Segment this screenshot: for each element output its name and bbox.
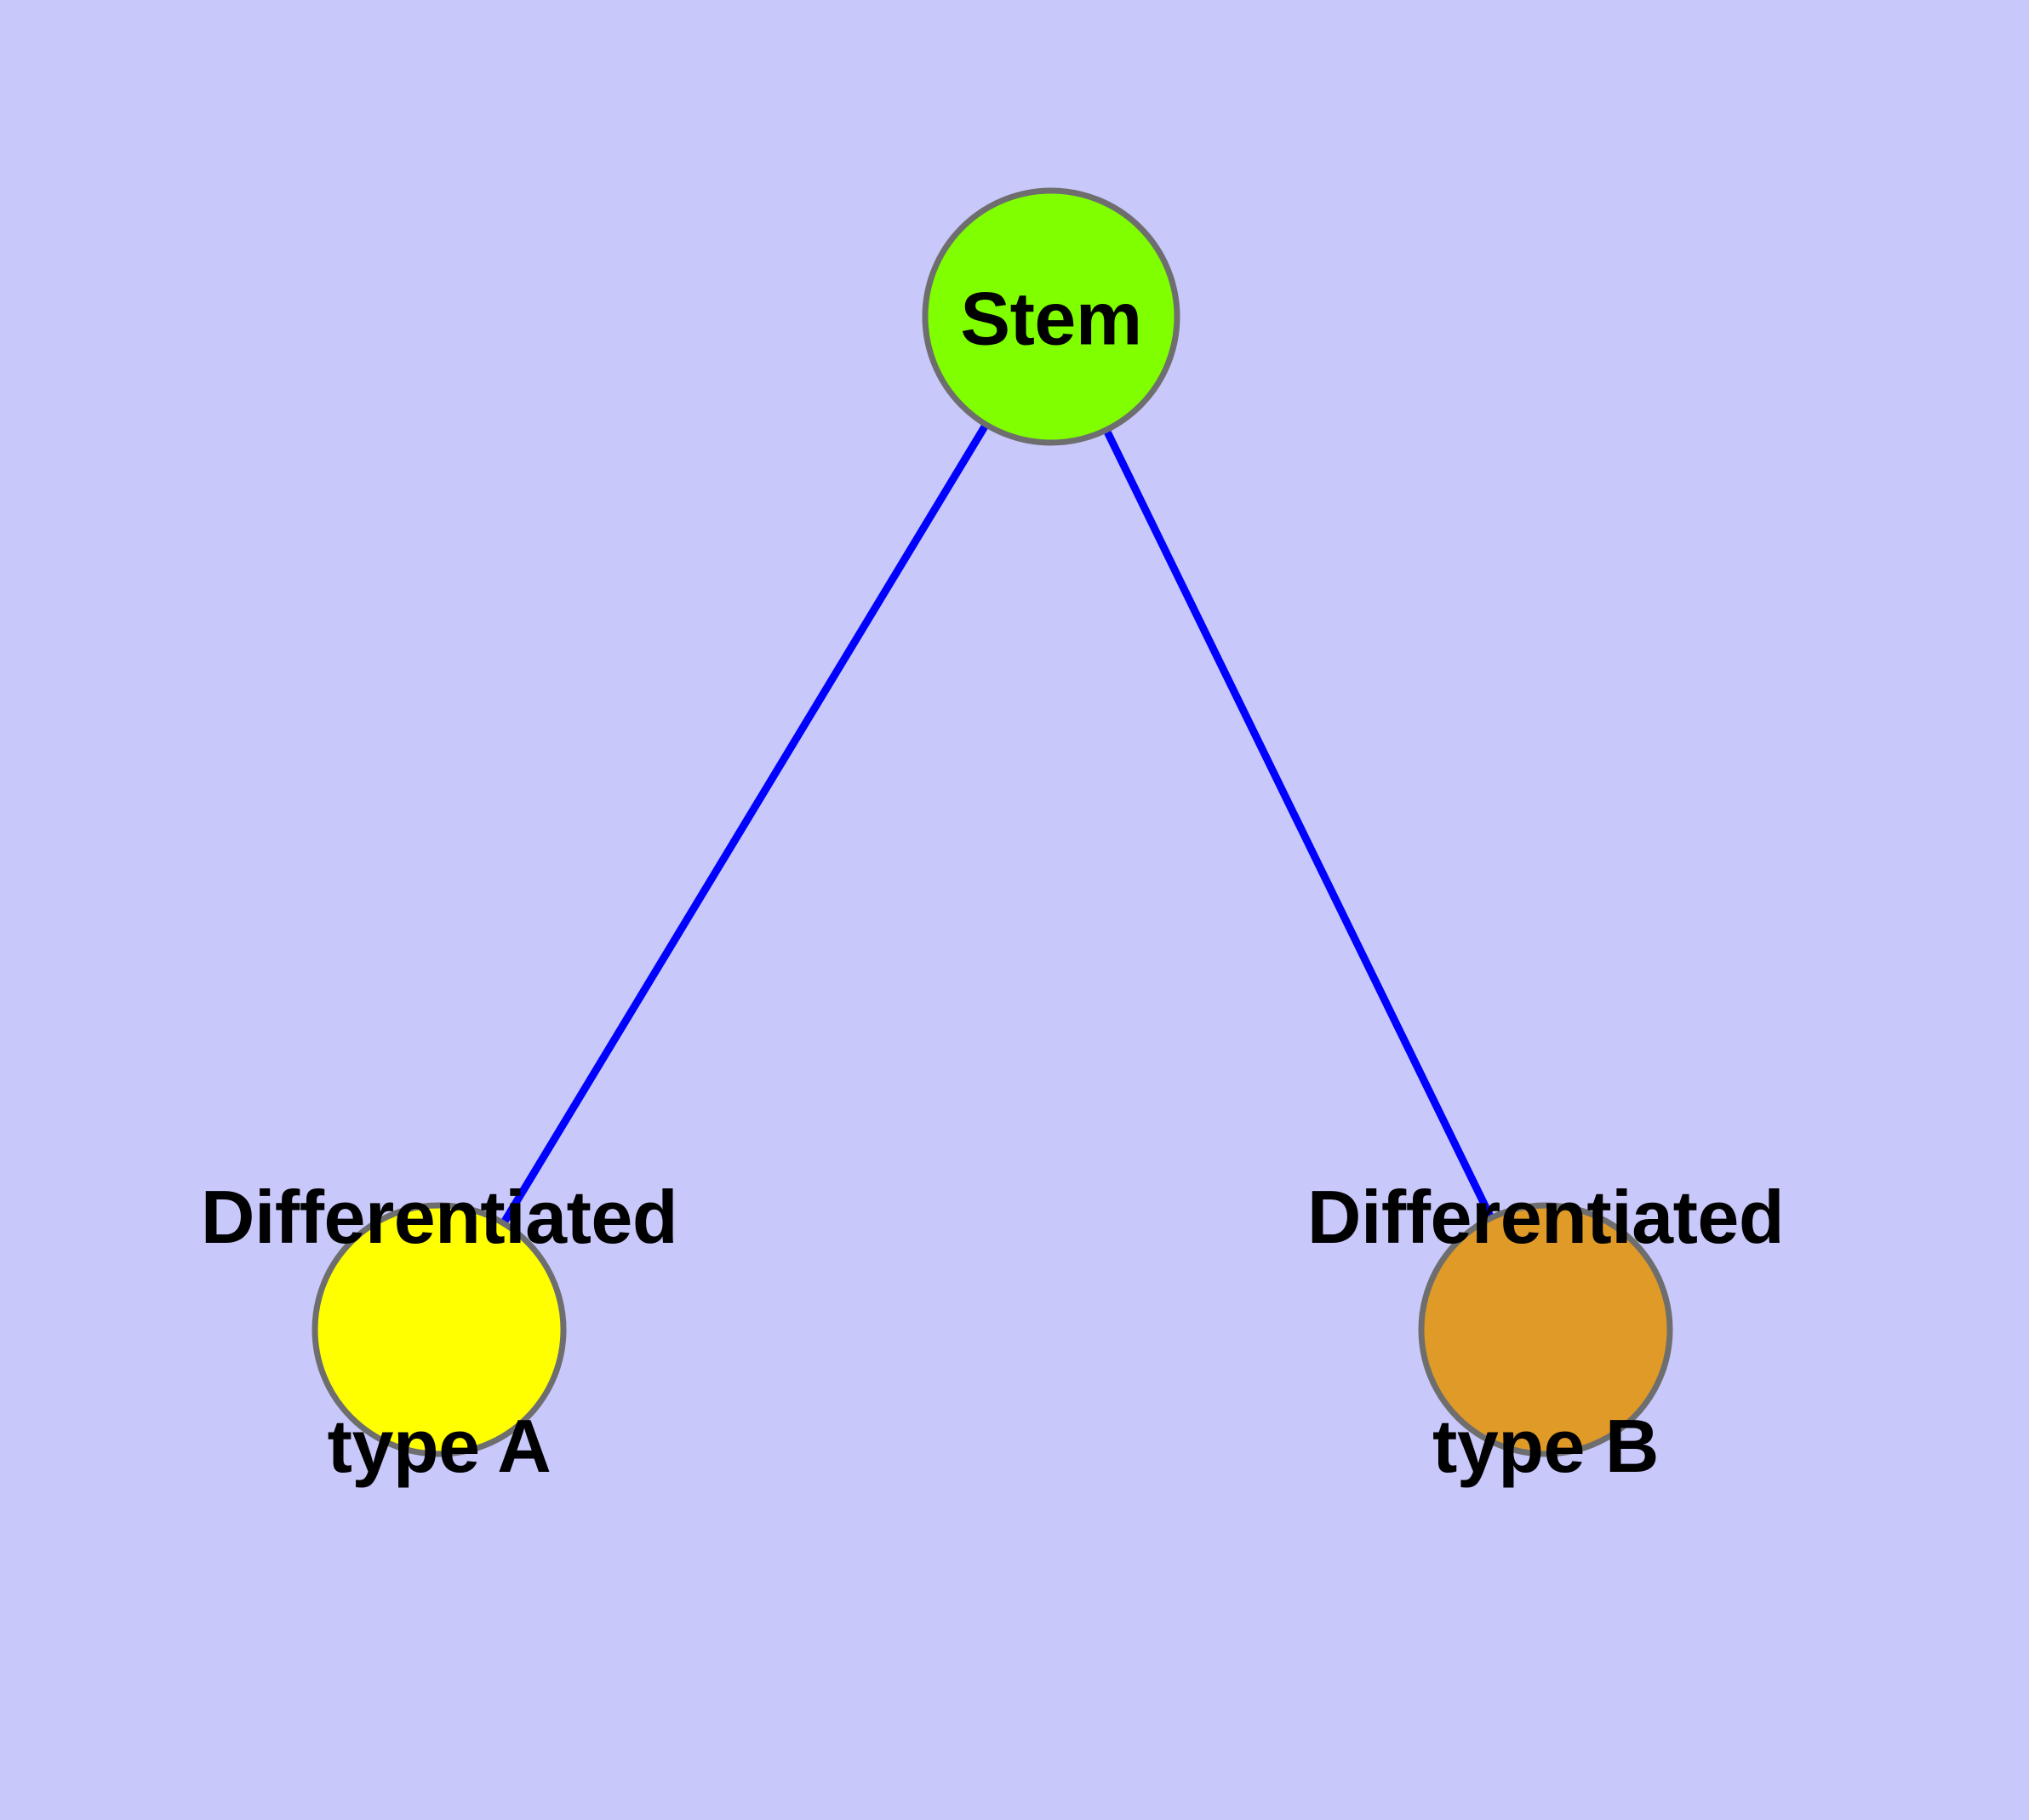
edge-stem-to-type-b[interactable] [1047, 315, 1550, 1331]
node-stem[interactable] [922, 187, 1180, 446]
edge-stem-to-type-a[interactable] [436, 314, 1055, 1332]
node-differentiated-type-a[interactable] [311, 1202, 567, 1457]
edge-layer [436, 314, 1550, 1332]
node-differentiated-type-b[interactable] [1418, 1202, 1673, 1457]
node-layer [311, 187, 1673, 1457]
